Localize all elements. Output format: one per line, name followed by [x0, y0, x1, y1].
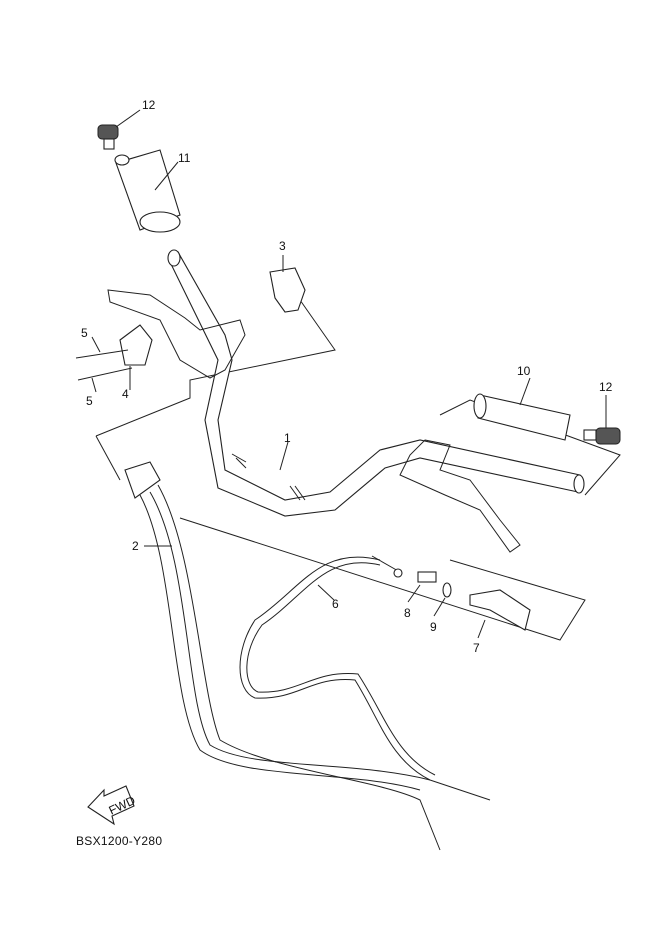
fwd-arrow-icon: FWD	[87, 785, 138, 826]
callout-7: 7	[473, 641, 480, 655]
switch-4	[75, 324, 153, 390]
callout-11: 11	[178, 151, 191, 165]
adjuster-8	[393, 568, 437, 583]
throttle-grip-7	[469, 589, 531, 631]
right-lever-phantom	[399, 439, 521, 553]
callout-1: 1	[284, 431, 291, 445]
callout-2: 2	[132, 539, 139, 553]
handlebar	[167, 249, 585, 517]
callout-5: 5	[81, 326, 88, 340]
washer-9	[442, 582, 452, 598]
callout-10: 10	[517, 364, 531, 378]
left-grip	[114, 149, 181, 233]
callout-6: 6	[332, 597, 339, 611]
cable-2	[124, 461, 491, 851]
diagram-code: BSX1200-Y280	[76, 834, 163, 848]
callout-12: 12	[142, 98, 156, 112]
right-grip	[473, 393, 621, 445]
callout-8: 8	[404, 606, 411, 620]
callout-3: 3	[279, 239, 286, 253]
callout-5: 5	[86, 394, 93, 408]
left-lever-phantom	[107, 289, 246, 379]
callout-4: 4	[122, 387, 129, 401]
leader-lines	[91, 109, 607, 639]
left-bar-end	[97, 124, 119, 150]
callout-12: 12	[599, 380, 613, 394]
holder-3	[269, 267, 306, 313]
callout-9: 9	[430, 620, 437, 634]
throttle-cable-6	[239, 555, 436, 781]
